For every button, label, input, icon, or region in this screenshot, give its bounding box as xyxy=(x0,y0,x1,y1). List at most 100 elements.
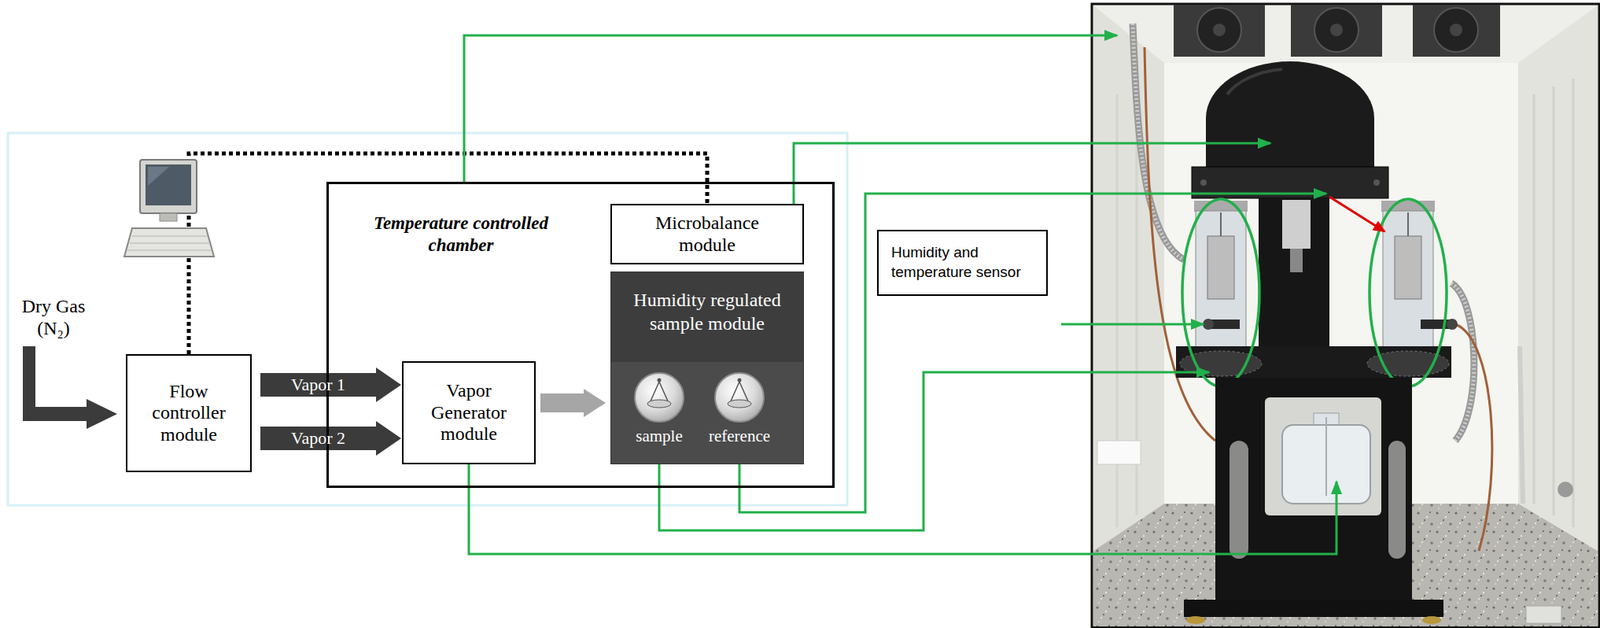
instrument-photo xyxy=(1229,440,1249,559)
instrument-photo xyxy=(1449,23,1463,37)
instrument-photo xyxy=(1197,7,1242,52)
instrument-photo xyxy=(1290,248,1303,273)
sample-module: Humidity regulated sample module samplere… xyxy=(610,271,804,465)
pan-icon xyxy=(729,381,749,403)
diagram-region xyxy=(7,132,848,506)
instrument-photo xyxy=(1518,5,1598,551)
node-text: Humidity regulated sample module xyxy=(611,272,804,336)
computer-icon xyxy=(147,166,170,186)
callout-box: Humidity and temperature sensor xyxy=(877,229,1048,296)
instrument-photo xyxy=(1264,397,1382,516)
pan-icon xyxy=(634,372,684,422)
computer-icon xyxy=(140,159,197,214)
pan-icon xyxy=(649,381,669,403)
pan-icon xyxy=(727,399,752,408)
instrument-photo xyxy=(1552,86,1556,516)
instrument-photo xyxy=(1388,440,1406,559)
instrument-photo xyxy=(1200,179,1207,186)
pan-icon xyxy=(647,399,671,408)
computer-icon xyxy=(145,164,192,206)
node-text: Humidity and temperature sensor xyxy=(891,243,1037,282)
instrument-photo xyxy=(1314,7,1359,52)
instrument-photo xyxy=(1422,615,1442,624)
node-text: Vapor Generator module xyxy=(417,379,520,446)
edge-label: Vapor 2 xyxy=(291,428,346,448)
instrument-photo xyxy=(1212,23,1226,37)
instrument-photo xyxy=(1091,3,1600,627)
instrument-photo xyxy=(1526,605,1562,624)
node-text: Flow controller module xyxy=(137,380,240,447)
leader-line xyxy=(468,464,1337,554)
instrument-photo xyxy=(1173,4,1265,57)
gas-inlet-label: Dry Gas (N₂) xyxy=(9,295,98,340)
chamber-boundary: Temperature controlled chamber Microbalan… xyxy=(326,181,835,488)
instrument-photo xyxy=(1220,212,1222,236)
leader-line xyxy=(464,35,1118,182)
instrument-photo xyxy=(1186,615,1206,624)
instrument-photo xyxy=(1215,377,1412,602)
computer-icon xyxy=(127,250,212,251)
instrument-photo xyxy=(1533,94,1536,504)
data-link xyxy=(188,153,708,354)
pan-icon xyxy=(621,369,697,425)
pan-icon xyxy=(737,378,742,383)
instrument-photo xyxy=(1394,235,1422,299)
pan-icon xyxy=(701,369,778,425)
instrument-photo xyxy=(1176,346,1452,378)
instrument-photo xyxy=(1434,7,1479,52)
pan-icon xyxy=(657,378,662,383)
instrument-photo xyxy=(1373,179,1380,186)
instrument-photo xyxy=(1097,440,1141,465)
instrument-photo xyxy=(1258,198,1330,348)
instrument-photo xyxy=(1519,346,1523,504)
edge-label: Vapor 1 xyxy=(291,375,346,395)
instrument-photo xyxy=(1446,318,1458,330)
instrument-photo xyxy=(1407,212,1409,236)
instrument-photo xyxy=(1412,4,1501,57)
computer-icon xyxy=(124,228,214,257)
node-text: Temperature controlled chamber xyxy=(342,212,579,256)
node-text: Microbalance module xyxy=(636,212,778,256)
computer-icon xyxy=(124,159,214,257)
instrument-photo xyxy=(1369,199,1447,387)
module-box: Vapor Generator module xyxy=(401,361,536,465)
gas-inlet-arrow xyxy=(22,346,118,429)
instrument-photo xyxy=(1451,283,1475,441)
pan-label: sample xyxy=(621,369,697,447)
leader-line xyxy=(659,372,1210,531)
leader-lines xyxy=(464,35,1337,554)
instrument-photo xyxy=(1282,199,1311,249)
instrument-photo xyxy=(1205,61,1375,170)
leader-line xyxy=(1061,323,1204,326)
computer-icon xyxy=(132,235,208,237)
module-box: Microbalance module xyxy=(610,203,804,265)
instrument-photo xyxy=(1290,4,1383,57)
instrument-photo xyxy=(1330,23,1343,37)
instrument-photo xyxy=(1572,78,1575,528)
instrument-photo xyxy=(1195,210,1247,361)
pan-holder: sample xyxy=(621,369,697,457)
instrument-photo xyxy=(1091,3,1600,627)
leader-line xyxy=(739,193,1327,513)
instrument-photo xyxy=(1451,283,1475,441)
instrument-photo xyxy=(1329,196,1385,232)
instrument-photo xyxy=(1202,318,1214,330)
vapor-arrow xyxy=(260,367,402,402)
pan-icon xyxy=(715,372,764,422)
vapor-arrow xyxy=(260,420,402,456)
instrument-photo xyxy=(1557,481,1574,498)
instrument-photo xyxy=(1182,199,1260,387)
computer-icon xyxy=(159,213,177,222)
pan-label: reference xyxy=(701,369,778,447)
computer-icon xyxy=(129,243,211,244)
instrument-photo xyxy=(1132,23,1184,260)
instrument-photo xyxy=(1325,416,1328,496)
instrument-photo xyxy=(1132,23,1184,260)
instrument-photo xyxy=(1207,235,1235,299)
